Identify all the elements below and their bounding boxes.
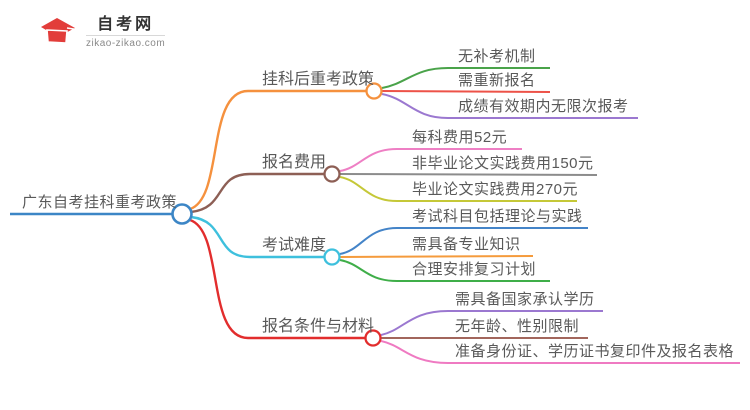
root-node[interactable]: 广东自考挂科重考政策: [22, 194, 178, 211]
logo-cap-tassel: [66, 27, 76, 35]
connector-recognized-education: [380, 310, 603, 336]
connector-theory-practice: [339, 227, 588, 255]
connector-no-makeup-exam: [381, 67, 550, 89]
connector-nonthesis-fee: [339, 173, 598, 176]
branch-node-fees[interactable]: 报名费用: [262, 154, 327, 171]
leaf-node-recognized-education[interactable]: 需具备国家承认学历: [455, 291, 595, 308]
leaf-node-documents[interactable]: 准备身份证、学历证书复印件及报名表格: [455, 343, 735, 360]
leaf-node-reregister[interactable]: 需重新报名: [458, 72, 536, 89]
branch-difficulty-toggle[interactable]: [323, 248, 341, 266]
leaf-node-professional-knowledge[interactable]: 需具备专业知识: [412, 236, 521, 253]
leaf-node-nonthesis-fee[interactable]: 非毕业论文实践费用150元: [412, 155, 594, 172]
site-logo[interactable]: 自考网 zikao-zikao.com: [34, 12, 166, 52]
leaf-node-study-plan[interactable]: 合理安排复习计划: [412, 261, 537, 278]
leaf-node-no-age-gender-limit[interactable]: 无年龄、性别限制: [455, 318, 580, 335]
connector-branch-retake-policy: [189, 89, 366, 211]
branch-node-requirements[interactable]: 报名条件与材料: [262, 318, 375, 335]
branch-node-retake-policy[interactable]: 挂科后重考政策: [262, 71, 375, 88]
logo-cap-base: [46, 29, 68, 44]
connector-fee-per-course: [339, 148, 522, 172]
connector-professional-knowledge: [339, 255, 534, 258]
graduation-cap-logo-icon: [41, 18, 76, 44]
branch-retake-policy-toggle[interactable]: [365, 82, 383, 100]
branch-node-difficulty[interactable]: 考试难度: [262, 237, 327, 254]
connector-branch-fees: [190, 172, 324, 214]
logo-text-block: 自考网 zikao-zikao.com: [86, 15, 166, 49]
connector-branch-difficulty: [190, 215, 324, 259]
leaf-node-no-makeup-exam[interactable]: 无补考机制: [458, 48, 536, 65]
leaf-node-theory-practice[interactable]: 考试科目包括理论与实践: [412, 208, 583, 225]
branch-requirements-toggle[interactable]: [364, 329, 382, 347]
connector-unlimited-retakes: [381, 93, 638, 119]
connector-reregister: [381, 90, 551, 93]
site-name: 自考网: [97, 15, 155, 33]
connector-thesis-fee: [339, 176, 577, 202]
leaf-node-fee-per-course[interactable]: 每科费用52元: [412, 129, 508, 146]
root-node-toggle[interactable]: [171, 203, 193, 225]
leaf-node-unlimited-retakes[interactable]: 成绩有效期内无限次报考: [458, 98, 629, 115]
connector-study-plan: [339, 259, 550, 282]
site-url: zikao-zikao.com: [86, 34, 166, 49]
branch-fees-toggle[interactable]: [323, 165, 341, 183]
connector-documents: [380, 340, 740, 364]
connector-branch-requirements: [189, 218, 365, 340]
leaf-node-thesis-fee[interactable]: 毕业论文实践费用270元: [412, 181, 579, 198]
